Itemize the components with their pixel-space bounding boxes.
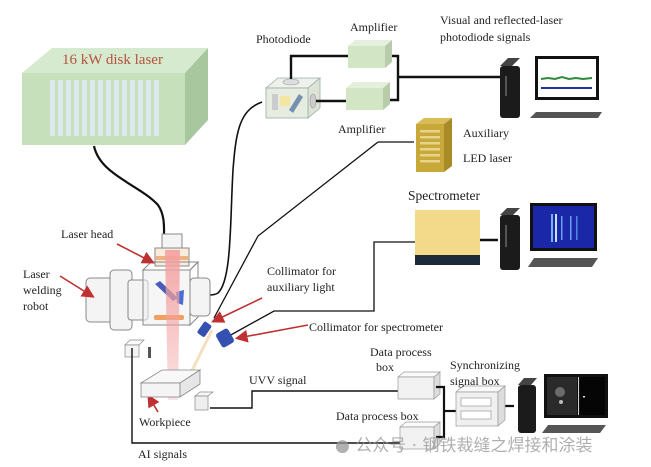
wechat-icon: ●	[335, 436, 350, 456]
collimator-spectrometer	[216, 328, 234, 348]
photodiode-cable	[208, 101, 263, 296]
computer-tower-2	[500, 208, 520, 270]
photodiode-signals-label-line2: photodiode signals	[440, 30, 531, 44]
synchronizing-signal-box	[455, 385, 506, 427]
collimator-spectrometer-label: Collimator for spectrometer	[309, 320, 443, 334]
monitor-1	[530, 56, 602, 118]
spectrometer-cable	[228, 241, 415, 337]
fiber-cable	[92, 145, 166, 237]
auxiliary-laser-label-line1: Auxiliary	[463, 126, 509, 140]
data-box-top-label-line2: box	[376, 360, 394, 374]
disk-laser-label: 16 kW disk laser	[62, 52, 163, 68]
keyboard-2	[528, 258, 598, 267]
laser-head-label: Laser head	[61, 227, 114, 241]
robot-label-line2: welding	[23, 283, 62, 297]
collimator-aux-label-line2: auxiliary light	[267, 280, 335, 294]
ai-signal-cable	[131, 348, 420, 444]
watermark: ● 公众号 · 钢铁裁缝之焊接和涂装	[335, 431, 592, 456]
data-process-box-top	[397, 371, 441, 400]
data-box-bottom-label: Data process box	[336, 409, 419, 423]
ai-signals-label: AI signals	[138, 447, 187, 461]
monitor-2-spectrum	[528, 203, 598, 267]
auxiliary-led-laser	[416, 118, 452, 172]
sync-box-label-line2: signal box	[450, 374, 500, 388]
robot-label-line1: Laser	[23, 267, 50, 281]
uvv-signal-cable	[210, 390, 398, 409]
photodiode-signals-label-line1: Visual and reflected-laser	[440, 13, 563, 27]
laser-beam	[165, 250, 180, 400]
keyboard-1	[530, 112, 602, 118]
collimator-auxiliary	[197, 321, 212, 337]
disk-laser-box	[22, 48, 208, 145]
watermark-text: 公众号 · 钢铁裁缝之焊接和涂装	[355, 436, 593, 456]
laser-welding-robot	[85, 269, 149, 331]
data-process-box-bottom	[399, 421, 441, 450]
computer-tower-3	[518, 378, 537, 433]
keyboard-3	[542, 425, 606, 433]
photodiode-label: Photodiode	[256, 32, 311, 46]
robot-label-line3: robot	[23, 299, 49, 313]
laser-vent-grille	[50, 80, 159, 136]
amplifier-bottom-label: Amplifier	[338, 122, 386, 136]
amplifier-top-label: Amplifier	[350, 20, 398, 34]
ai-sensor	[124, 339, 151, 358]
uvv-signal-label: UVV signal	[249, 373, 307, 387]
amplifier-top	[348, 40, 392, 68]
label-arrows	[59, 243, 309, 413]
spectrometer-box	[415, 210, 480, 265]
workpiece-label: Workpiece	[139, 415, 191, 429]
photodiode-wiring	[289, 54, 500, 103]
amplifier-bottom	[346, 82, 390, 110]
photodiode-box	[264, 77, 322, 119]
sync-box-label-line1: Synchronizing	[450, 358, 520, 372]
computer-tower-1	[500, 58, 520, 118]
uvv-sensor	[194, 391, 214, 411]
spectrometer-label: Spectrometer	[408, 188, 480, 203]
workpiece	[139, 369, 202, 398]
green-signal-trace	[540, 75, 593, 81]
monitor-3-camera-images	[542, 374, 608, 433]
collimator-aux-label-line1: Collimator for	[267, 264, 336, 278]
auxiliary-laser-label-line2: LED laser	[463, 151, 512, 165]
data-box-top-label-line1: Data process	[370, 345, 432, 359]
